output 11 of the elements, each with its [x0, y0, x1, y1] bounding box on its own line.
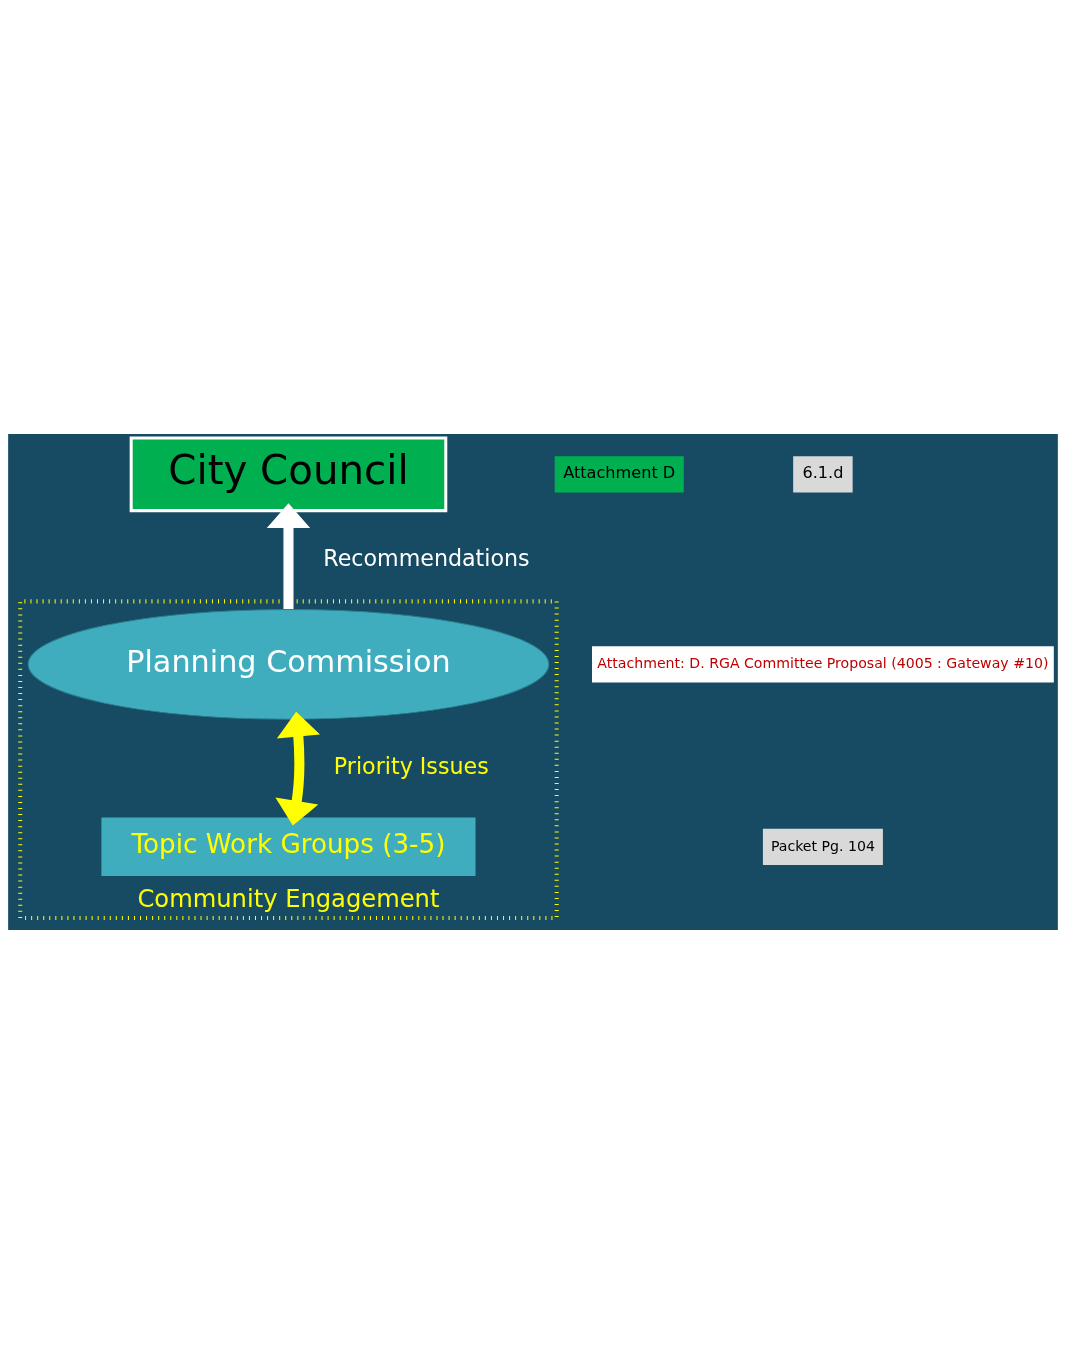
- label: Attachment D: [563, 463, 676, 483]
- node-box: City Council: [129, 436, 448, 513]
- edge-label: Recommendations: [323, 544, 530, 571]
- label: 6.1.d: [802, 463, 844, 483]
- label: Packet Pg. 104: [770, 837, 875, 854]
- label: Attachment: D. RGA Committee Proposal (4005 : Gateway #10): [597, 655, 1049, 672]
- arrow: [266, 503, 311, 609]
- edge-label: Priority Issues: [333, 753, 489, 780]
- node-ellipse: Planning Commission: [27, 609, 550, 720]
- node-box: Topic Work Groups (3-5): [101, 817, 476, 877]
- arrow: [275, 711, 321, 826]
